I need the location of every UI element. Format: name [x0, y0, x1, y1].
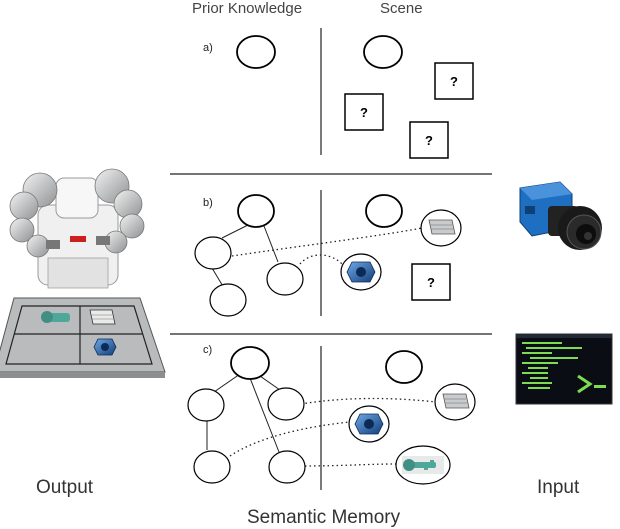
- unknown-box-b: [411, 263, 451, 301]
- panel-a-label: a): [203, 42, 213, 54]
- node-b-right: [266, 262, 304, 296]
- industrial-camera-image: [519, 181, 602, 250]
- edge-c1: [213, 373, 241, 393]
- node-b-bottom: [209, 283, 247, 317]
- edge-c2: [259, 375, 281, 391]
- semantic-memory-label: Semantic Memory: [247, 507, 401, 528]
- link-b-plate: [231, 227, 423, 257]
- parts-tray-image: [0, 297, 166, 378]
- unknown-box-a1: [434, 62, 474, 100]
- unknown-mark-a2: ?: [360, 105, 368, 120]
- unknown-box-a3: [409, 121, 449, 159]
- node-c-prior-root: [230, 346, 270, 380]
- link-b-nut: [299, 254, 343, 265]
- dual-arm-robot-image: [9, 168, 145, 289]
- nut-part-icon: [346, 261, 376, 283]
- unknown-mark-a3: ?: [425, 133, 433, 148]
- node-a-prior-root: [236, 35, 276, 69]
- node-b-scene-root: [365, 194, 403, 228]
- node-c-bottom-right: [268, 450, 306, 484]
- scene-header: Scene: [380, 0, 423, 17]
- edge-b2: [263, 225, 279, 263]
- nut-part-icon: [354, 413, 384, 435]
- node-c-bottom-left: [193, 450, 231, 484]
- panel-b-label: b): [203, 197, 213, 209]
- link-c-key: [304, 463, 397, 467]
- edge-b1: [221, 224, 249, 239]
- node-a-scene-root: [363, 35, 403, 69]
- node-c-scene-root: [385, 350, 423, 384]
- node-c-right: [267, 387, 305, 421]
- unknown-mark-a1: ?: [450, 74, 458, 89]
- edge-c3: [249, 377, 280, 453]
- terminal-screen-image: [515, 333, 613, 405]
- unknown-mark-b: ?: [427, 275, 435, 290]
- plate-part-icon: [428, 219, 456, 235]
- node-c-left: [187, 388, 225, 422]
- output-label: Output: [36, 477, 94, 498]
- link-c-plate: [300, 397, 437, 405]
- panel-c-label: c): [203, 344, 213, 356]
- key-part-icon: [402, 456, 444, 474]
- node-b-left: [194, 236, 232, 270]
- node-b-prior-root: [237, 194, 275, 228]
- prior-knowledge-header: Prior Knowledge: [192, 0, 303, 17]
- input-label: Input: [537, 477, 580, 498]
- plate-part-icon: [442, 393, 470, 409]
- unknown-box-a2: [344, 93, 384, 131]
